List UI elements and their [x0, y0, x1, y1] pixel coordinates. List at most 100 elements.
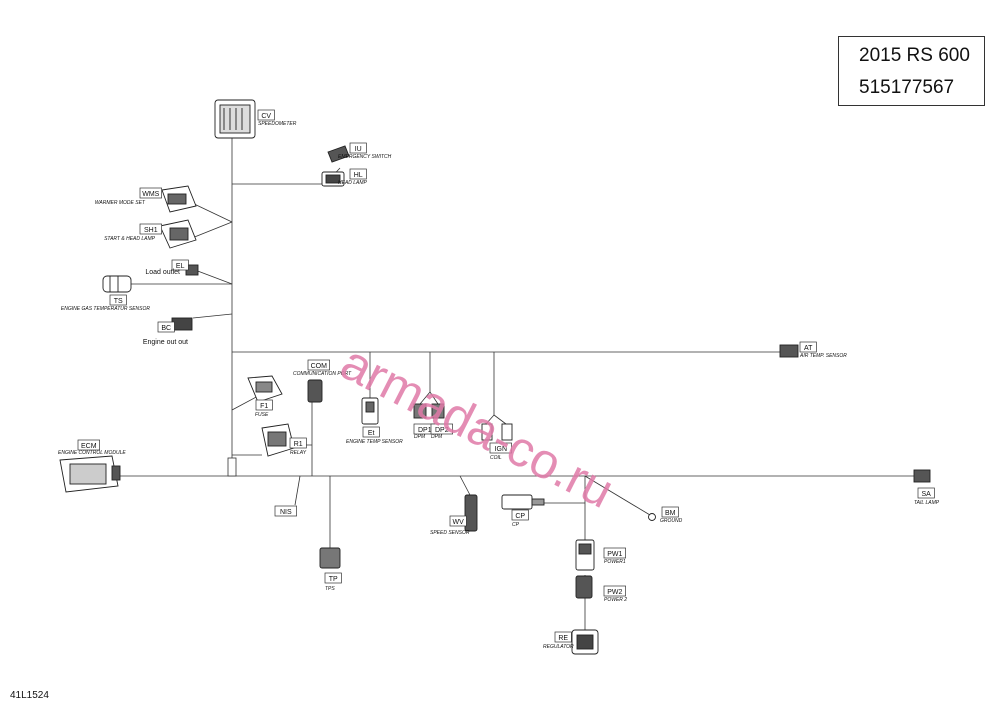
com-code-box	[307, 359, 330, 371]
bm-code: BM	[665, 510, 676, 517]
tail-lamp-connector-icon	[913, 469, 931, 483]
cp-connector-icon	[501, 494, 545, 510]
gas-temp-sensor-connector-icon	[102, 275, 132, 293]
tps-connector-icon	[319, 547, 341, 569]
tp-code-box	[324, 572, 342, 584]
bc-code-box	[157, 321, 175, 333]
cp-code: CP	[515, 513, 525, 520]
et-label: ENGINE TEMP SENSOR	[346, 439, 403, 445]
bm-label: GROUND	[660, 518, 683, 524]
iu-code: IU	[355, 146, 362, 153]
el-code-box	[171, 259, 189, 271]
cp-label: CP	[512, 522, 520, 528]
connector-drawings	[59, 99, 931, 655]
dp1-code: DP1	[418, 427, 432, 434]
ts-label: ENGINE GAS TEMPERATUR SENSOR	[61, 306, 150, 312]
dp2-code-box	[430, 423, 453, 435]
hl-label: HEAD LAMP	[338, 180, 368, 186]
r1-label: RELAY	[290, 450, 307, 456]
r1-code-box	[289, 437, 307, 449]
part-number: 515177567	[859, 77, 955, 98]
ground-terminal-icon	[648, 513, 656, 521]
engine-temp-sensor-connector-icon	[361, 397, 379, 425]
pw2-code: PW2	[607, 589, 622, 596]
power1-connector-icon	[575, 539, 595, 571]
nis-code: NIS	[280, 509, 292, 516]
speed-sensor-connector-icon	[464, 494, 478, 532]
iu-code-box	[349, 142, 367, 154]
tp-label: TPS	[325, 586, 335, 592]
bc-label: Engine out out	[143, 339, 188, 346]
at-code-box	[799, 341, 817, 353]
sa-label: TAIL LAMP	[914, 500, 940, 506]
model-title-box: 2015 RS 600 515177567	[838, 36, 985, 106]
sh1-code: SH1	[144, 227, 158, 234]
wms-label: WARMER MODE SET	[95, 200, 146, 206]
dpm2-connector-icon	[431, 403, 445, 419]
pw2-code-box	[603, 585, 626, 597]
figure-id: 41L1524	[10, 690, 49, 701]
dp2-code: DP2	[435, 427, 449, 434]
re-code: RE	[558, 635, 568, 642]
emergency-switch-connector-icon	[327, 145, 350, 163]
at-code: AT	[804, 345, 813, 352]
com-label: COMMUNICATION PORT	[293, 371, 352, 377]
wms-code: WMS	[142, 191, 159, 198]
speedometer-connector-icon	[214, 99, 256, 139]
pw2-label: POWER 2	[604, 597, 627, 603]
et-code: Et	[368, 430, 375, 437]
ign-code-box	[489, 442, 512, 454]
cv-code: CV	[261, 113, 271, 120]
splice-block	[227, 457, 237, 477]
pw1-code: PW1	[607, 551, 622, 558]
wv-code: WV	[453, 519, 465, 526]
f1-code-box	[255, 399, 273, 411]
ts-code-box	[109, 294, 127, 306]
re-code-box	[554, 631, 572, 643]
air-temp-sensor-connector-icon	[779, 344, 799, 358]
com-code: COM	[311, 363, 328, 370]
f1-label: FUSE	[255, 412, 269, 418]
el-code: EL	[176, 263, 185, 270]
fuse-connector-icon	[247, 375, 283, 403]
model-name: 2015 RS 600	[859, 45, 970, 66]
wms-code-box	[139, 187, 162, 199]
pw1-label: POWER1	[604, 559, 626, 565]
bm-code-box	[661, 506, 679, 518]
ign-code: IGN	[495, 446, 507, 453]
hl-code: HL	[354, 172, 363, 179]
sh1-label: START & HEAD LAMP	[104, 236, 156, 242]
cp-code-box	[511, 509, 529, 521]
re-label: REGULATOR	[543, 644, 574, 650]
wv-label: SPEED SENSOR	[430, 530, 470, 536]
dp1-label: DPM	[414, 434, 426, 440]
el-label: Load outlet	[145, 269, 180, 276]
coil-connector-icon	[481, 423, 513, 441]
r1-code: R1	[294, 441, 303, 448]
bc-code: BC	[161, 325, 171, 332]
warmer-mode-set-connector-icon	[161, 185, 197, 213]
pw1-code-box	[603, 547, 626, 559]
ign-label: COIL	[490, 455, 502, 461]
dp2-label: DPM	[431, 434, 443, 440]
wv-code-box	[449, 515, 467, 527]
iu-label: EMERGENCY SWITCH	[338, 154, 392, 160]
nis-code-box	[274, 505, 297, 517]
ecm-code: ECM	[81, 443, 97, 450]
at-label: AIR TEMP. SENSOR	[799, 353, 847, 359]
hl-code-box	[349, 168, 367, 180]
communication-port-connector-icon	[307, 379, 323, 403]
dpm1-connector-icon	[413, 403, 427, 419]
cv-code-box	[257, 109, 275, 121]
ecm-label: ENGINE CONTROL MODULE	[58, 450, 126, 456]
ecm-code-box	[77, 439, 100, 451]
ts-code: TS	[114, 298, 123, 305]
regulator-connector-icon	[571, 629, 599, 655]
head-lamp-connector-icon	[321, 171, 345, 187]
harness-wires	[118, 138, 918, 630]
power2-connector-icon	[575, 575, 593, 599]
cv-label: SPEEDOMETER	[258, 121, 297, 127]
engine-out-connector-icon	[171, 317, 193, 331]
sa-code: SA	[922, 491, 932, 498]
